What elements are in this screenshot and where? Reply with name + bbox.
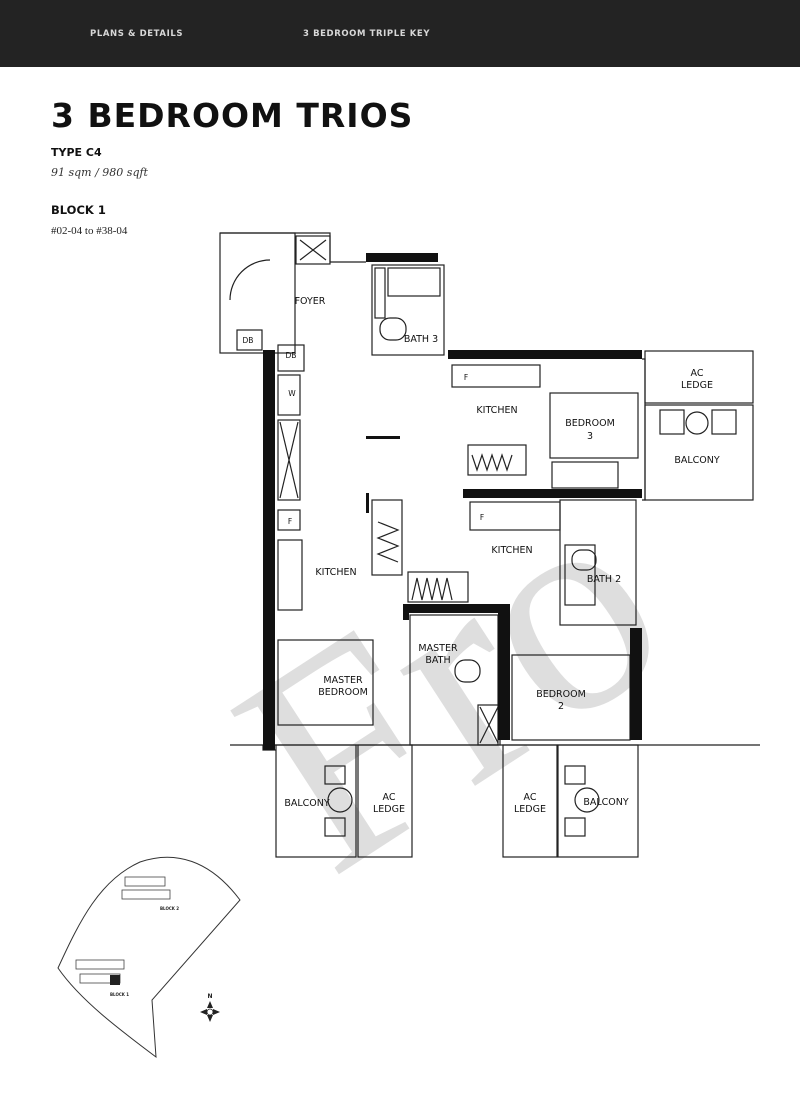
label-washer: W — [288, 389, 296, 398]
label-bath3: BATH 3 — [404, 334, 438, 345]
site-plan: BLOCK 2 BLOCK 1 N — [57, 856, 241, 1059]
north-arrow-icon: N — [200, 993, 220, 1022]
block-label: BLOCK 1 — [51, 203, 106, 217]
site-block-1: BLOCK 1 — [110, 992, 129, 997]
label-kitchen-2: KITCHEN — [491, 545, 532, 556]
label-master-bath-2: BATH — [425, 655, 450, 666]
svg-text:N: N — [207, 993, 212, 1000]
unit-type: TYPE C4 — [51, 146, 102, 159]
label-balcony-right: BALCONY — [674, 455, 720, 466]
structural-walls — [263, 253, 642, 750]
label-db-2: DB — [286, 351, 297, 360]
label-ac-ledge-bl-2: LEDGE — [373, 804, 405, 815]
header-subsection: 3 BEDROOM TRIPLE KEY — [303, 29, 431, 39]
label-ac-ledge-bl: AC — [383, 792, 396, 803]
unit-numbers: #02-04 to #38-04 — [51, 225, 128, 237]
label-bedroom3: BEDROOM — [565, 418, 615, 429]
label-ac-ledge-br: AC — [524, 792, 537, 803]
top-bar: PLANS & DETAILS 3 BEDROOM TRIPLE KEY — [0, 0, 800, 67]
unit-area: 91 sqm / 980 sqft — [51, 166, 148, 179]
site-block-2: BLOCK 2 — [160, 906, 179, 911]
label-bath2: BATH 2 — [587, 574, 621, 585]
page-title: 3 BEDROOM TRIOS — [51, 96, 414, 135]
label-ac-ledge-top-2: LEDGE — [681, 380, 713, 391]
label-bedroom2-num: 2 — [558, 701, 564, 712]
label-balcony-br: BALCONY — [583, 797, 629, 808]
label-bedroom2: BEDROOM — [536, 689, 586, 700]
label-balcony-bl: BALCONY — [284, 798, 330, 809]
label-kitchen-3: KITCHEN — [315, 567, 356, 578]
label-ac-ledge-top: AC — [691, 368, 704, 379]
label-ac-ledge-br-2: LEDGE — [514, 804, 546, 815]
label-fridge-1: F — [288, 517, 292, 526]
label-master-bedroom-2: BEDROOM — [318, 687, 368, 698]
label-fridge-2: F — [464, 373, 468, 382]
label-master-bedroom: MASTER — [323, 675, 363, 686]
label-foyer: FOYER — [295, 296, 326, 307]
header-section: PLANS & DETAILS — [90, 29, 184, 39]
label-bedroom3-num: 3 — [587, 431, 593, 442]
label-fridge-3: F — [480, 513, 484, 522]
room-labels: FOYER BATH 3 AC LEDGE KITCHEN BEDROOM 3 … — [243, 296, 720, 815]
label-master-bath: MASTER — [418, 643, 458, 654]
label-db-1: DB — [243, 336, 254, 345]
label-kitchen-1: KITCHEN — [476, 405, 517, 416]
